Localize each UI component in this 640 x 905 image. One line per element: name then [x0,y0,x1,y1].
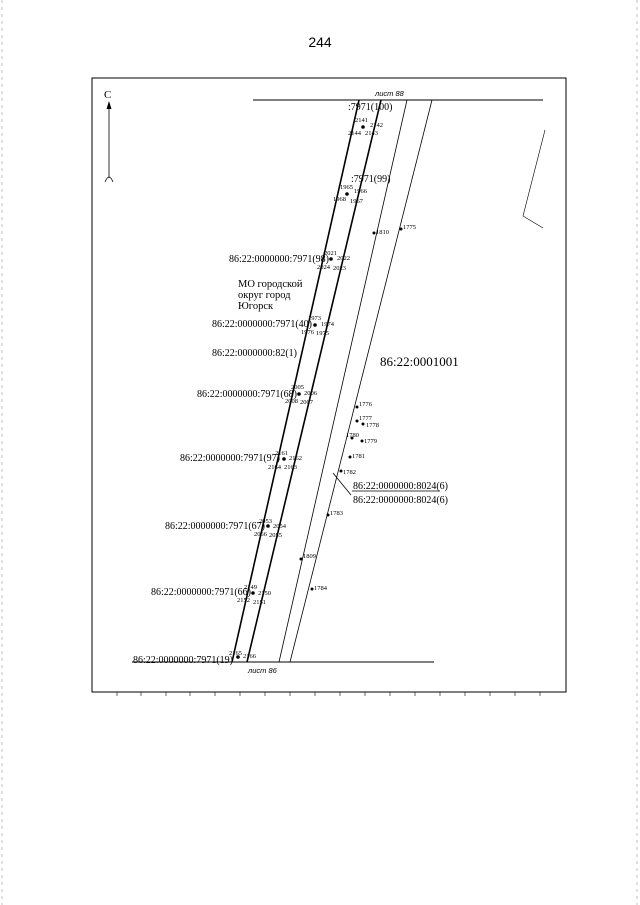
point-label: 2161 [275,450,288,457]
point-label: 2150 [258,590,271,597]
parcel-label: :7971(99) [351,174,390,185]
point-label: 1809 [303,553,316,560]
parcel-label: 86:22:0000000:7971(67) [165,521,265,532]
north-label: С [104,89,111,101]
point-label: 2022 [337,255,350,262]
municipality-label: МО городской округ город Югорск [238,279,303,312]
point-label: 2021 [324,250,337,257]
point-label: 2149 [244,584,257,591]
parcel-label: 86:22:0000000:7971(68) [197,389,297,400]
point-label: 2144 [348,130,362,137]
point-label: 1777 [359,415,373,422]
point-label: 2142 [370,122,383,129]
point-label: 1782 [343,469,356,476]
cadastral-quarter-label: 86:22:0001001 [380,354,459,369]
point-label: 1775 [403,224,416,231]
sheet-label-bottom: лист 86 [247,666,278,675]
svg-text:МО городской: МО городской [238,279,303,290]
point-label: 1783 [330,510,343,517]
point-numbers: 2141 2142 2144 2143 1965 1966 1968 1967 … [229,117,416,660]
point-label: 1779 [364,438,377,445]
point-label: 1778 [366,422,379,429]
parcel-label: 86:22:0000000:8024(6) [353,481,448,492]
sheet-label-top: лист 88 [374,89,405,98]
point-label: 1973 [308,315,321,322]
north-arrow: С [104,89,114,183]
parcel-label: 86:22:0000000:7971(40) [212,319,312,330]
point-label: 2006 [304,390,318,397]
point-label: 2055 [269,532,282,539]
point-label: 1967 [350,198,364,205]
point-label: 1966 [354,188,368,195]
point-label: 2005 [291,384,304,391]
parcel-label: 86:22:0000000:82(1) [212,348,297,359]
point-label: 1810 [376,229,389,236]
point-label: 1784 [314,585,328,592]
point-label: 2164 [268,464,282,471]
parcel-label: 86:22:0000000:7971(19) [133,655,233,666]
point-label: 1781 [352,453,365,460]
point-label: 2141 [355,117,368,124]
parcel-label: 86:22:0000000:8024(6) [353,495,448,506]
point-label: 2024 [317,264,331,271]
point-label: 2023 [333,265,346,272]
page-number: 244 [308,34,332,50]
leader-8024 [332,472,440,496]
point-label: 2143 [365,130,378,137]
parcel-labels: :7971(100) :7971(99) 86:22:0000000:7971(… [133,102,448,666]
point-markers [236,125,403,659]
point-label: 1975 [316,330,329,337]
point-label: 1776 [359,401,373,408]
point-label: 2165 [229,650,242,657]
point-label: 2007 [300,399,314,406]
svg-text:округ город: округ город [238,290,291,301]
point-label: 2152 [237,597,250,604]
point-label: 2151 [253,599,266,606]
parcel-label: 86:22:0000000:7971(97) [180,453,280,464]
point-label: 2163 [284,464,297,471]
point-label: 2008 [285,398,298,405]
point-label: 1974 [321,321,335,328]
point-label: 1965 [340,184,353,191]
point-label: 1780 [346,432,359,439]
point-label: 2056 [254,531,268,538]
point-label: 2053 [259,518,272,525]
map-frame [91,77,567,693]
scale-ticks [92,691,566,696]
parcel-label: 86:22:0000000:7971(98) [229,254,329,265]
point-label: 2166 [243,653,257,660]
svg-text:Югорск: Югорск [238,301,274,312]
point-label: 2054 [273,523,287,530]
parcel-label: 86:22:0000000:7971(66) [151,587,251,598]
point-label: 1968 [333,196,346,203]
point-label: 1976 [301,329,315,336]
point-label: 2162 [289,455,302,462]
neighbor-boundary [522,129,546,229]
parcel-label: :7971(100) [348,102,392,113]
corridor-lines [231,99,433,663]
